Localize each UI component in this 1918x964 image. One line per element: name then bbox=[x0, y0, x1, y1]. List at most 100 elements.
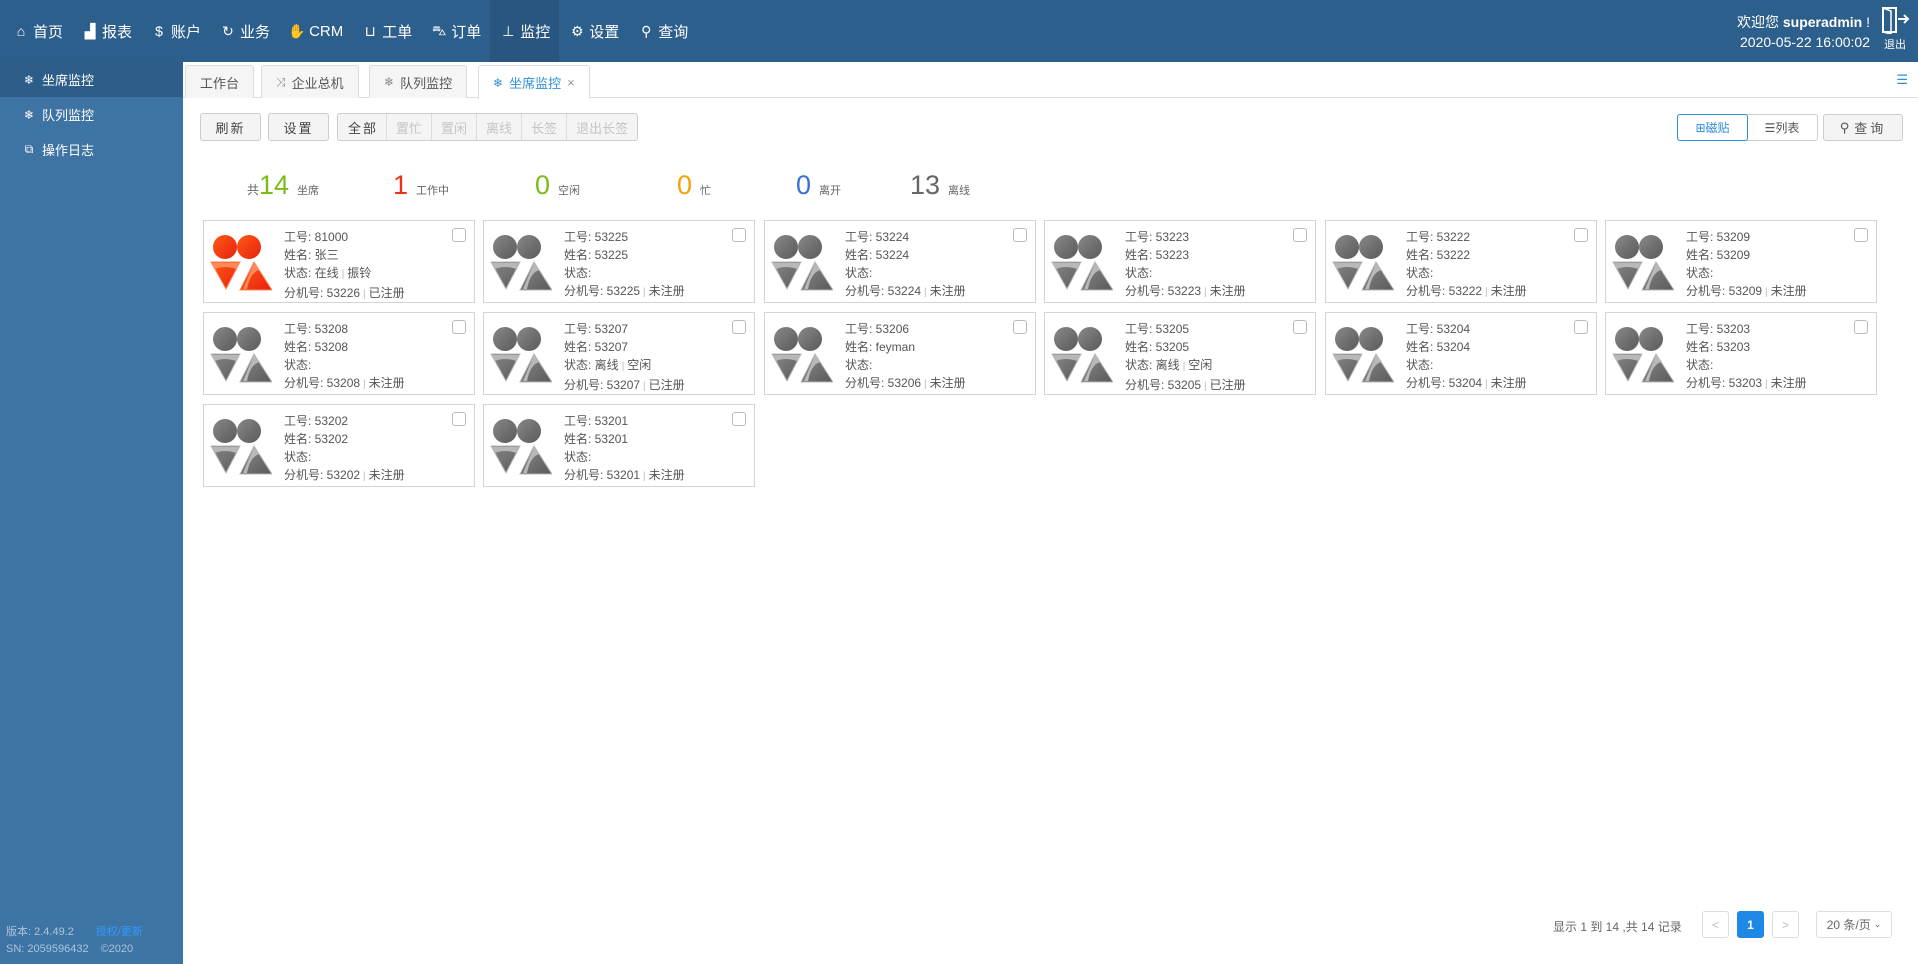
settings-button[interactable]: 设置 bbox=[268, 113, 329, 141]
tabs-menu-icon[interactable]: ☰ bbox=[1896, 72, 1908, 87]
nav-reports[interactable]: ▟报表 bbox=[72, 0, 141, 62]
agent-status: 状态: 离线|空闲 bbox=[564, 358, 652, 372]
search-button[interactable]: ⚲查询 bbox=[1823, 114, 1903, 141]
nav-home[interactable]: ⌂首页 bbox=[3, 0, 72, 62]
agent-name: 姓名: 53202 bbox=[284, 432, 349, 446]
filter-long-sign[interactable]: 长签 bbox=[521, 114, 566, 140]
agent-name: 姓名: 53207 bbox=[564, 340, 629, 354]
filter-exit-long-sign[interactable]: 退出长签 bbox=[566, 114, 637, 140]
stat-total: 共 14 坐席 bbox=[247, 170, 320, 200]
agent-select-checkbox[interactable] bbox=[732, 412, 746, 426]
tile-icon: ⊞ bbox=[1695, 120, 1706, 135]
nav-settings[interactable]: ⚙设置 bbox=[559, 0, 628, 62]
close-icon[interactable]: × bbox=[567, 75, 575, 90]
agent-select-checkbox[interactable] bbox=[1854, 320, 1868, 334]
page-1-button[interactable]: 1 bbox=[1737, 911, 1764, 938]
nav-ticket[interactable]: ⊔工单 bbox=[352, 0, 421, 62]
nav-account[interactable]: $账户 bbox=[141, 0, 210, 62]
view-toggle: ⊞磁贴 ☰列表 bbox=[1677, 114, 1818, 141]
nav-order[interactable]: ⛍订单 bbox=[432, 21, 482, 41]
tab-agent-monitor[interactable]: ❄坐席监控× bbox=[478, 65, 590, 99]
agent-status: 状态: bbox=[564, 266, 592, 280]
agent-select-checkbox[interactable] bbox=[1013, 228, 1027, 242]
snowflake-icon: ❄ bbox=[493, 75, 504, 90]
agent-extension: 分机号: 53204|未注册 bbox=[1406, 376, 1527, 390]
agent-id: 工号: 53205 bbox=[1125, 322, 1190, 336]
agent-status: 状态: bbox=[1686, 358, 1714, 372]
view-list-button[interactable]: ☰列表 bbox=[1764, 120, 1800, 136]
agent-name: 姓名: 53208 bbox=[284, 340, 349, 354]
filter-set-idle[interactable]: 置闲 bbox=[431, 114, 476, 140]
agent-select-checkbox[interactable] bbox=[1293, 320, 1307, 334]
agent-id: 工号: 53209 bbox=[1686, 230, 1751, 244]
agent-select-checkbox[interactable] bbox=[1574, 228, 1588, 242]
agent-select-checkbox[interactable] bbox=[452, 412, 466, 426]
nav-query[interactable]: ⚲查询 bbox=[628, 0, 697, 62]
agent-name: 姓名: 53204 bbox=[1406, 340, 1471, 354]
chevron-down-icon: ⌄ bbox=[1873, 919, 1882, 929]
sidebar-item-agent-monitor[interactable]: ❄坐席监控 bbox=[0, 62, 183, 97]
filter-set-busy[interactable]: 置忙 bbox=[386, 114, 431, 140]
agent-id: 工号: 53224 bbox=[845, 230, 910, 244]
agent-status: 状态: bbox=[845, 266, 873, 280]
top-nav-bar: ⌂首页 ▟报表 $账户 ↻业务 ✋CRM ⊔工单 ⛍订单 ⊥监控 ⚙设置 ⚲查询… bbox=[0, 0, 1918, 62]
agent-name: 姓名: 53225 bbox=[564, 248, 629, 262]
agent-id: 工号: 53223 bbox=[1125, 230, 1190, 244]
nav-crm[interactable]: ✋CRM bbox=[288, 22, 344, 40]
nav-monitor[interactable]: ⊥监控 bbox=[490, 0, 560, 62]
cart-icon: ⛍ bbox=[432, 21, 447, 38]
agent-id: 工号: 53201 bbox=[564, 414, 629, 428]
next-page-button[interactable]: > bbox=[1772, 911, 1799, 938]
tab-workbench[interactable]: 工作台 bbox=[185, 65, 255, 98]
agent-select-checkbox[interactable] bbox=[1574, 320, 1588, 334]
agent-avatar-icon bbox=[771, 327, 833, 383]
refresh-button[interactable]: 刷新 bbox=[200, 113, 261, 141]
agent-avatar-icon bbox=[1051, 235, 1113, 291]
page-size-select[interactable]: 20 条/页⌄ bbox=[1816, 911, 1892, 938]
agent-select-checkbox[interactable] bbox=[732, 228, 746, 242]
agent-select-checkbox[interactable] bbox=[1854, 228, 1868, 242]
logout-button[interactable]: 退出 bbox=[1878, 6, 1912, 52]
tab-enterprise-switchboard[interactable]: ⤨企业总机 bbox=[261, 65, 359, 98]
agent-status: 状态: bbox=[845, 358, 873, 372]
filter-offline[interactable]: 离线 bbox=[476, 114, 521, 140]
agent-select-checkbox[interactable] bbox=[732, 320, 746, 334]
filter-all[interactable]: 全部 bbox=[348, 120, 379, 136]
nav-business[interactable]: ↻业务 bbox=[210, 0, 279, 62]
agent-name: 姓名: 53201 bbox=[564, 432, 629, 446]
sidebar-item-operation-log[interactable]: ⧉操作日志 bbox=[0, 132, 183, 167]
agent-extension: 分机号: 53223|未注册 bbox=[1125, 284, 1246, 298]
agent-extension: 分机号: 53203|未注册 bbox=[1686, 376, 1807, 390]
tab-queue-monitor[interactable]: ❄队列监控 bbox=[369, 65, 468, 98]
dollar-icon: $ bbox=[155, 23, 163, 39]
agent-select-checkbox[interactable] bbox=[452, 320, 466, 334]
home-icon: ⌂ bbox=[16, 23, 26, 39]
agent-select-checkbox[interactable] bbox=[1013, 320, 1027, 334]
agent-select-checkbox[interactable] bbox=[452, 228, 466, 242]
license-link[interactable]: 授权/更新 bbox=[95, 926, 143, 938]
agent-extension: 分机号: 53226|已注册 bbox=[284, 286, 405, 300]
view-tile-button[interactable]: ⊞磁贴 bbox=[1677, 114, 1748, 141]
agent-name: 姓名: 张三 bbox=[284, 248, 339, 262]
prev-page-button[interactable]: < bbox=[1702, 911, 1729, 938]
agent-select-checkbox[interactable] bbox=[1293, 228, 1307, 242]
sidebar-item-queue-monitor[interactable]: ❄队列监控 bbox=[23, 107, 95, 124]
